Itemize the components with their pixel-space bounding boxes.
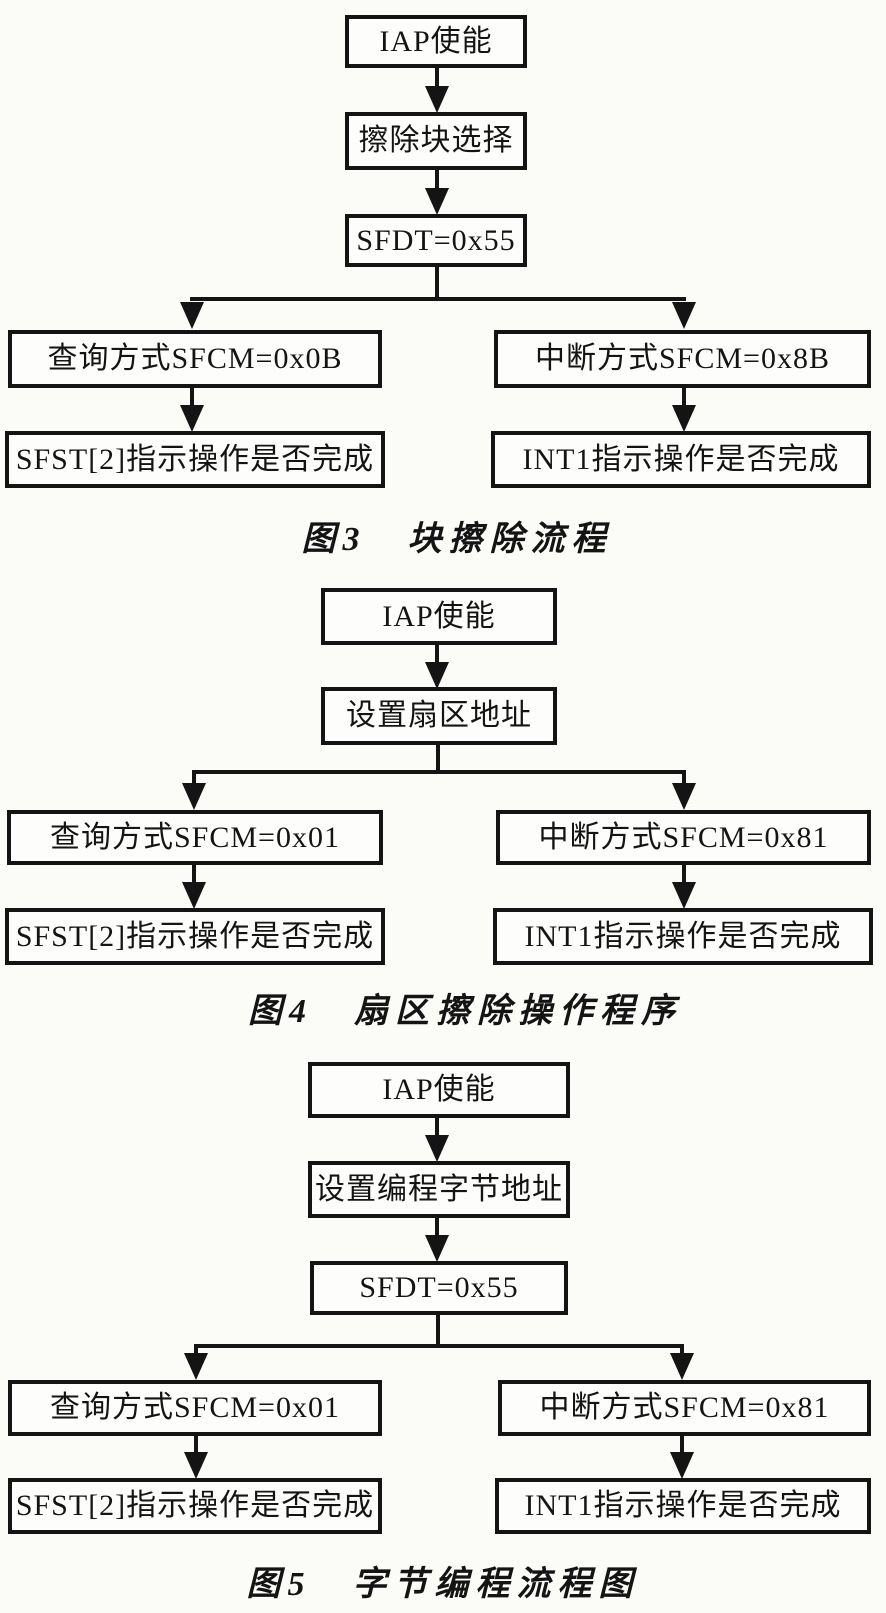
flow-node-sfdt-0x55: SFDT=0x55 [310, 1261, 568, 1315]
arrow-head-down-icon [180, 405, 204, 432]
arrow-head-down-icon [184, 1452, 208, 1479]
branch-connector-stem [436, 1313, 440, 1347]
arrow-head-down-icon [425, 1235, 449, 1262]
flow-node-sfst-indicates-done: SFST[2]指示操作是否完成 [5, 431, 385, 488]
flow-node-sfdt-0x55: SFDT=0x55 [345, 214, 527, 267]
flow-node-int1-indicates-done: INT1指示操作是否完成 [491, 431, 871, 488]
arrow-head-down-icon [672, 302, 696, 329]
arrow-head-down-icon [425, 662, 449, 689]
flow-node-sfst-indicates-done: SFST[2]指示操作是否完成 [5, 908, 385, 965]
arrow-stem [435, 168, 439, 192]
arrow-stem [190, 386, 194, 410]
flow-node-int1-indicates-done: INT1指示操作是否完成 [493, 908, 873, 965]
flow-node-interrupt-mode-sfcm: 中断方式SFCM=0x81 [498, 1380, 871, 1436]
arrow-head-down-icon [184, 1353, 208, 1380]
arrow-stem [435, 1116, 439, 1140]
flow-node-iap-enable: IAP使能 [321, 588, 557, 645]
figure-caption: 图3 块擦除流程 [301, 521, 613, 558]
arrow-stem [192, 863, 196, 885]
arrow-stem [194, 1348, 198, 1356]
flow-node-poll-mode-sfcm: 查询方式SFCM=0x01 [8, 1380, 382, 1436]
flow-node-iap-enable: IAP使能 [345, 15, 527, 68]
flow-node-poll-mode-sfcm: 查询方式SFCM=0x0B [8, 330, 382, 388]
arrow-stem [435, 66, 439, 90]
flow-node-set-sector-address: 设置扇区地址 [321, 687, 557, 745]
arrow-head-down-icon [670, 1353, 694, 1380]
arrow-head-down-icon [180, 302, 204, 329]
arrow-head-down-icon [672, 405, 696, 432]
arrow-head-down-icon [182, 783, 206, 810]
arrow-stem [682, 386, 686, 410]
flow-node-set-program-byte-address: 设置编程字节地址 [308, 1161, 570, 1218]
flow-node-sfst-indicates-done: SFST[2]指示操作是否完成 [8, 1478, 382, 1534]
figure-caption: 图5 字节编程流程图 [246, 1566, 640, 1603]
flow-node-interrupt-mode-sfcm: 中断方式SFCM=0x8B [494, 330, 871, 388]
arrow-head-down-icon [425, 1135, 449, 1162]
arrow-stem [435, 643, 439, 667]
arrow-stem [192, 774, 196, 784]
arrow-head-down-icon [672, 882, 696, 909]
arrow-stem [682, 774, 686, 784]
branch-connector-stem [436, 743, 440, 774]
arrow-stem [680, 1434, 684, 1456]
branch-connector-line [192, 770, 686, 774]
arrow-head-down-icon [672, 783, 696, 810]
flow-node-poll-mode-sfcm: 查询方式SFCM=0x01 [7, 810, 383, 865]
branch-connector-stem [435, 265, 439, 300]
flow-node-int1-indicates-done: INT1指示操作是否完成 [495, 1478, 871, 1534]
flow-node-interrupt-mode-sfcm: 中断方式SFCM=0x81 [496, 810, 871, 865]
figure-caption: 图4 扇区擦除操作程序 [248, 993, 682, 1030]
arrow-head-down-icon [182, 882, 206, 909]
arrow-stem [680, 1348, 684, 1356]
arrow-head-down-icon [425, 86, 449, 113]
flow-node-erase-block-select: 擦除块选择 [345, 112, 527, 170]
arrow-head-down-icon [425, 188, 449, 215]
branch-connector-line [190, 297, 686, 301]
flow-node-iap-enable: IAP使能 [308, 1062, 570, 1118]
arrow-stem [682, 863, 686, 885]
branch-connector-line [194, 1344, 684, 1348]
arrow-head-down-icon [670, 1452, 694, 1479]
arrow-stem [435, 1216, 439, 1240]
arrow-stem [194, 1434, 198, 1456]
